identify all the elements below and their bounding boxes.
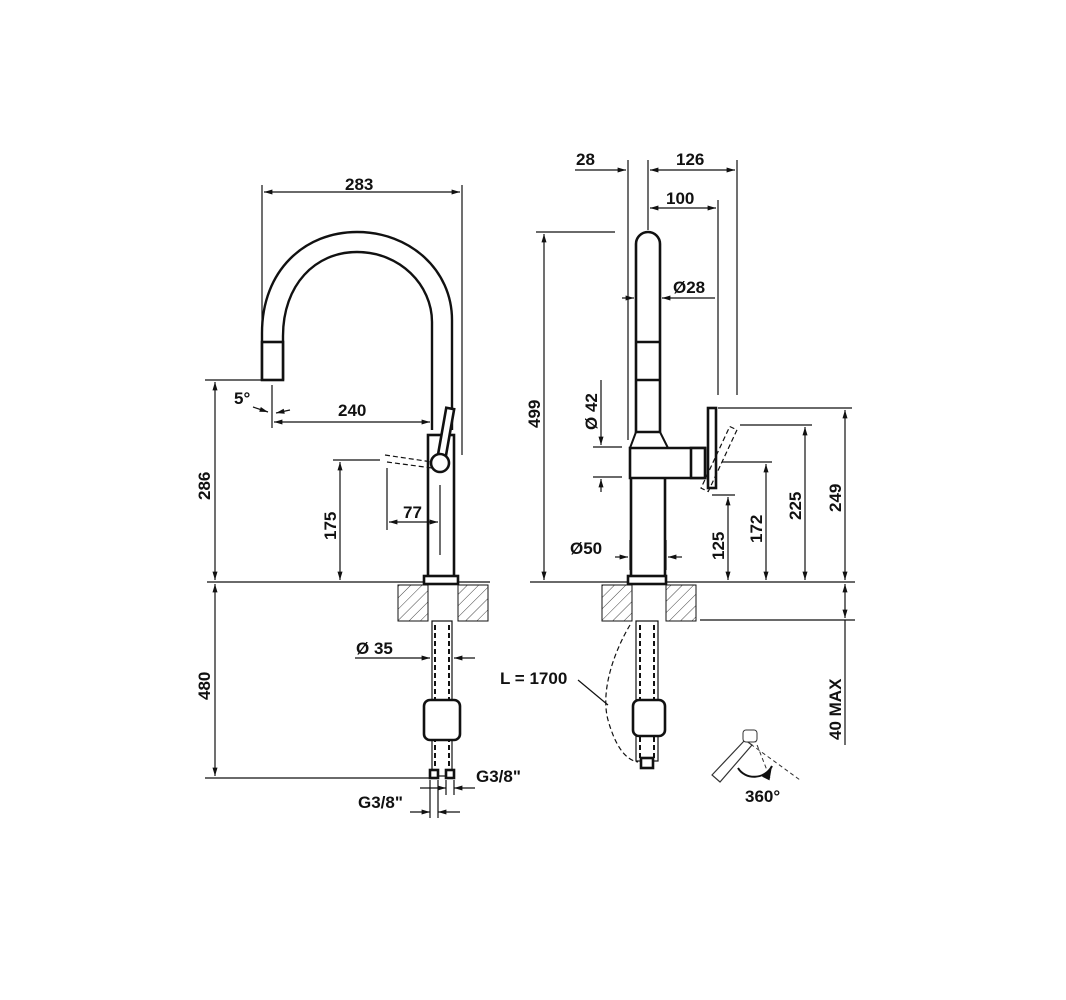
shank — [431, 620, 453, 777]
dim-77-label: 77 — [403, 503, 422, 522]
pipe-diameter-label: Ø28 — [673, 278, 705, 297]
side-view: L = 1700 28 126 100 Ø28 499 Ø 42 Ø50 125 — [500, 150, 855, 806]
fixing-nut — [422, 698, 462, 742]
fitting-left — [428, 768, 440, 780]
base-diameter-label: Ø50 — [570, 539, 602, 558]
fitting — [639, 756, 655, 770]
base-flange — [422, 574, 460, 586]
hose-length-label: L = 1700 — [500, 669, 567, 688]
supply-hoses — [434, 625, 450, 770]
handle-diameter-label: Ø 42 — [582, 393, 601, 430]
dim-125-label: 125 — [709, 532, 728, 560]
deck-thickness-label: 40 MAX — [826, 678, 845, 740]
handle-cap — [689, 446, 707, 480]
lever — [706, 406, 718, 490]
dim-100-label: 100 — [666, 189, 694, 208]
spout-outer — [260, 230, 454, 430]
deck-section-right — [457, 584, 489, 622]
front-view: 283 240 5° 286 480 175 77 Ø 35 G3/8" G3/… — [195, 175, 521, 818]
spout-inner — [281, 250, 434, 430]
lever-hub — [429, 452, 451, 474]
dim-28-label: 28 — [576, 150, 595, 169]
dim-225-label: 225 — [786, 492, 805, 520]
fitting-right — [444, 768, 456, 780]
dim-480-label: 480 — [195, 672, 214, 700]
spray-head — [260, 340, 285, 382]
fixing-nut — [631, 698, 667, 738]
dim-249-label: 249 — [826, 484, 845, 512]
dim-172-label: 172 — [747, 515, 766, 543]
dim-286-label: 286 — [195, 472, 214, 500]
spray-pipe — [634, 230, 662, 434]
rotation-360-icon — [711, 729, 801, 783]
connection-right-label: G3/8" — [476, 767, 521, 786]
dim-240-label: 240 — [338, 401, 366, 420]
dim-499-label: 499 — [525, 400, 544, 428]
deck-section-left — [397, 584, 429, 622]
body — [629, 468, 667, 580]
connection-left-label: G3/8" — [358, 793, 403, 812]
dim-35-label: Ø 35 — [356, 639, 393, 658]
rotation-label: 360° — [745, 787, 780, 806]
deck-section-left — [601, 584, 633, 622]
lever-open-position — [384, 454, 433, 469]
angle-5-label: 5° — [234, 389, 250, 408]
dim-283-label: 283 — [345, 175, 373, 194]
base-flange — [626, 574, 668, 586]
hose — [605, 624, 639, 763]
dim-126-label: 126 — [676, 150, 704, 169]
deck-section-right — [665, 584, 697, 622]
lever-open-position — [700, 425, 738, 493]
dim-175-label: 175 — [321, 512, 340, 540]
